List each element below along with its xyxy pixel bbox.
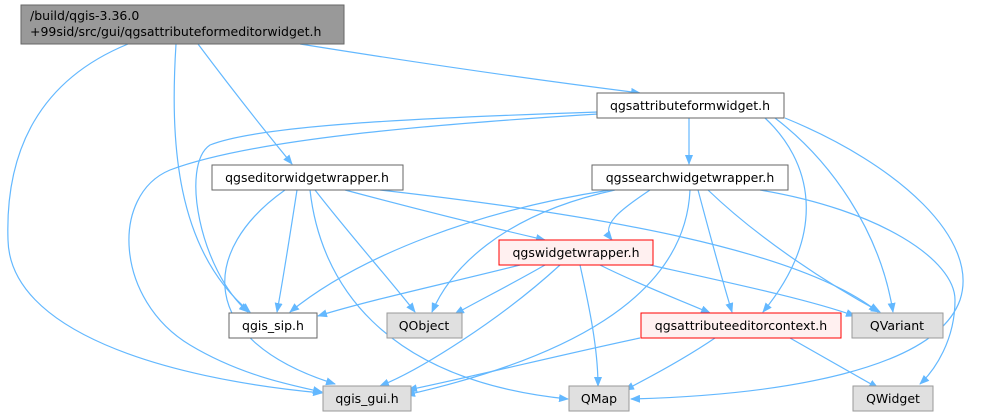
node-attributeeditorcontext[interactable]: qgsattributeeditorcontext.h: [640, 312, 842, 339]
edge-afw-attributeeditorcontext: [762, 117, 807, 313]
node-searchwidgetwrapper[interactable]: qgssearchwidgetwrapper.h: [591, 164, 789, 191]
edge-swr-qgis-sip: [289, 189, 611, 313]
node-qmap-label: QMap: [581, 391, 617, 406]
node-qmap[interactable]: QMap: [568, 385, 630, 412]
edge-ww-qmap: [579, 264, 602, 387]
edge-swr-qgis-gui: [405, 189, 691, 397]
node-widgetwrapper-label: qgswidgetwrapper.h: [512, 245, 639, 260]
edge-aec-qwidget: [789, 337, 879, 389]
node-qvariant-label: QVariant: [870, 318, 924, 333]
node-attributeformwidget[interactable]: qgsattributeformwidget.h: [596, 92, 785, 119]
edge-ewr-widgetwrapper: [344, 189, 546, 242]
edge-swr-widgetwrapper: [603, 189, 651, 241]
node-qobject-label: QObject: [399, 318, 450, 333]
node-editorwidgetwrapper[interactable]: qgseditorwidgetwrapper.h: [211, 164, 404, 191]
node-attributeeditorcontext-label: qgsattributeeditorcontext.h: [655, 318, 827, 333]
edge-swr-qobject: [431, 189, 616, 313]
edge-swr-qvariant: [707, 189, 881, 313]
edge-ewr-qobject: [314, 189, 416, 313]
edge-ww-qgis-gui: [379, 264, 561, 387]
edge-ewr-qgis-gui: [224, 189, 336, 386]
node-attributeformwidget-label: qgsattributeformwidget.h: [610, 98, 770, 113]
edge-swr-attributeeditorcontext: [697, 189, 734, 313]
node-editorwidgetwrapper-label: qgseditorwidgetwrapper.h: [225, 170, 389, 185]
edge-aec-qgis-gui: [407, 337, 641, 393]
node-root[interactable]: /build/qgis-3.36.0 +99sid/src/gui/qgsatt…: [20, 4, 345, 45]
edges: [7, 43, 964, 403]
edge-swr-qwidget: [759, 189, 956, 385]
node-qgis-sip-label: qgis_sip.h: [242, 318, 304, 333]
node-qobject[interactable]: QObject: [386, 312, 463, 339]
node-searchwidgetwrapper-label: qgssearchwidgetwrapper.h: [606, 170, 775, 185]
node-qwidget-label: QWidget: [866, 391, 920, 406]
node-root-line2: +99sid/src/gui/qgsattributeformeditorwid…: [30, 24, 321, 39]
node-widgetwrapper[interactable]: qgswidgetwrapper.h: [498, 239, 654, 266]
node-qwidget[interactable]: QWidget: [852, 385, 934, 412]
edge-ww-qobject: [454, 264, 546, 315]
edge-afw-qgis-gui: [128, 113, 599, 394]
edge-ww-qvariant: [649, 264, 856, 317]
node-qgis-gui[interactable]: qgis_gui.h: [322, 385, 412, 412]
edge-ww-attributeeditorcontext: [599, 264, 711, 314]
node-qvariant[interactable]: QVariant: [851, 312, 944, 339]
edge-ewr-qmap: [309, 189, 569, 403]
edge-afw-qmap: [630, 117, 964, 403]
edge-ewr-qgis-sip: [274, 189, 298, 313]
edge-aec-qmap: [624, 337, 716, 391]
node-qgis-sip[interactable]: qgis_sip.h: [228, 312, 318, 339]
edge-root-attributeformwidget: [299, 43, 641, 96]
node-root-line1: /build/qgis-3.36.0: [30, 8, 139, 23]
edge-ww-qgis-sip: [317, 264, 521, 318]
edge-afw-qgis-sip: [195, 111, 599, 313]
edge-root-qgis-gui: [7, 43, 323, 397]
edge-root-editorwidgetwrapper: [197, 43, 293, 165]
edge-afw-qvariant: [774, 117, 896, 313]
node-qgis-gui-label: qgis_gui.h: [335, 391, 398, 406]
